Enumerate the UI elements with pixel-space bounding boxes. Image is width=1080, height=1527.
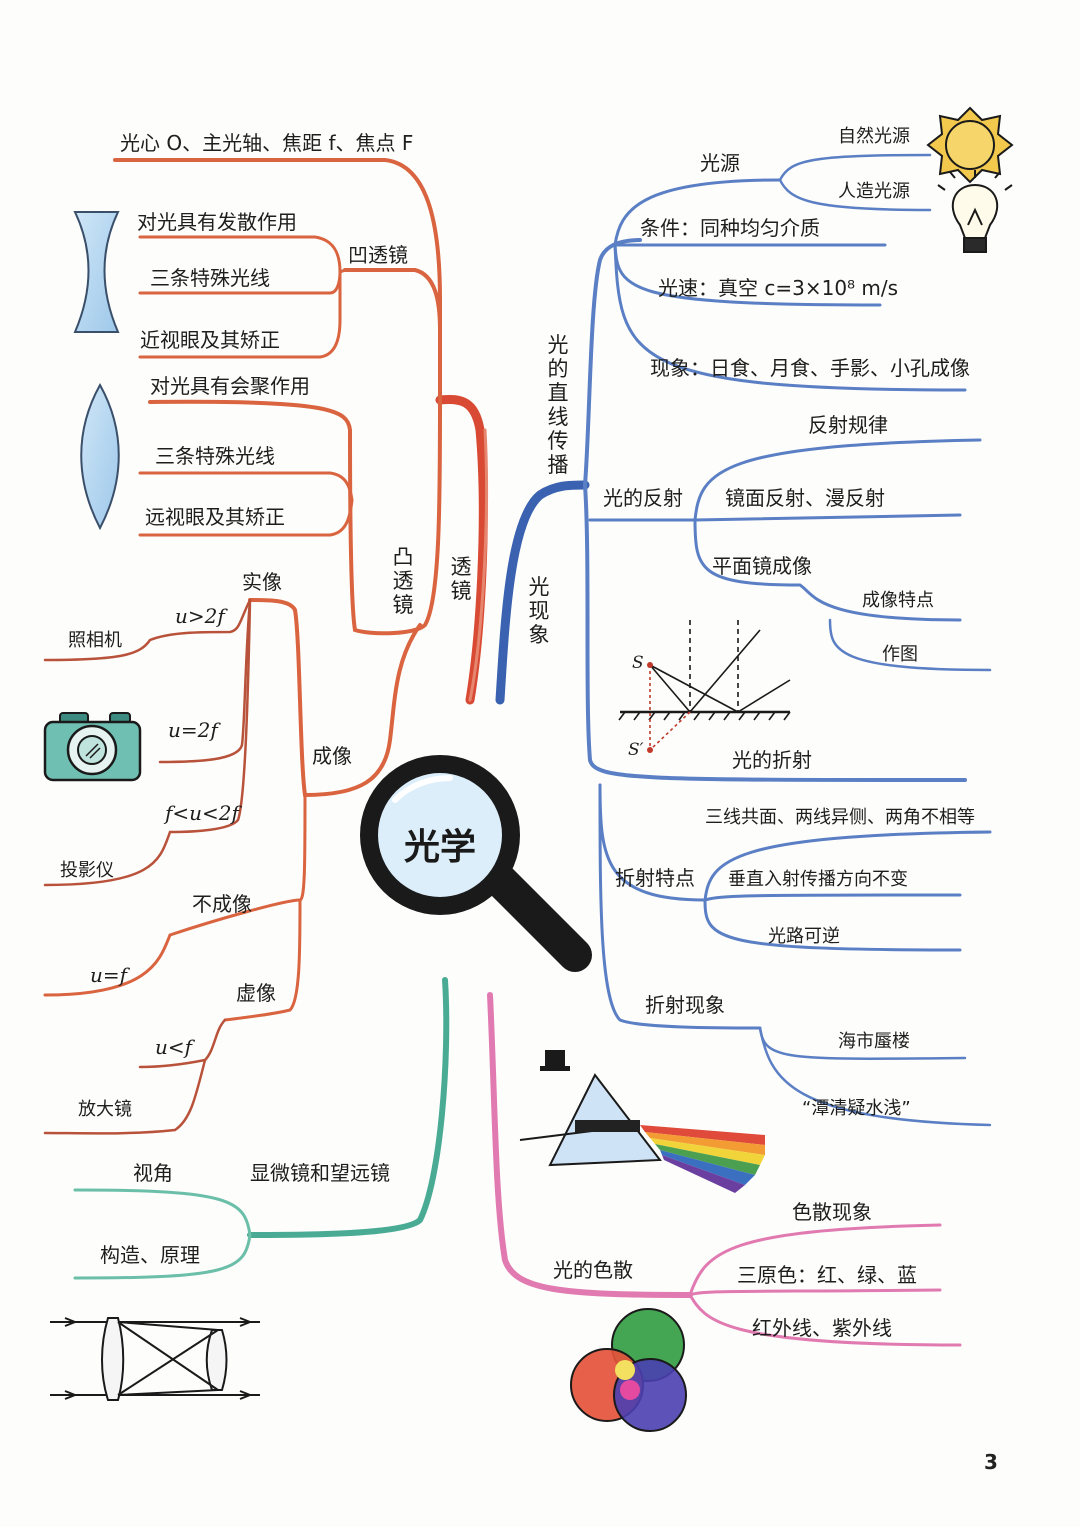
concave-item-2: 三条特殊光线 xyxy=(150,266,270,290)
lens-basics: 光心 O、主光轴、焦距 f、焦点 F xyxy=(120,131,414,155)
telescope-title: 显微镜和望远镜 xyxy=(250,1161,390,1185)
sun-icon xyxy=(926,106,1014,184)
telescope-diagram-icon xyxy=(50,1317,260,1401)
convex-lens-title: 凸透镜 xyxy=(392,545,414,617)
u-eq-f-label: u=f xyxy=(90,963,128,987)
real-image-label: 实像 xyxy=(242,570,282,594)
telescope-branch-lines xyxy=(73,977,450,1280)
convex-item-2: 三条特殊光线 xyxy=(155,444,275,468)
lens-branch-title: 透镜 xyxy=(450,555,472,603)
convex-lens-icon xyxy=(80,382,120,531)
magnifying-glass-icon xyxy=(360,755,592,972)
image-features-label: 成像特点 xyxy=(862,590,934,611)
straight-propagation-title: 光的直线传播 xyxy=(547,333,569,477)
center-title: 光学 xyxy=(403,827,476,868)
dispersion-branch-lines xyxy=(487,992,962,1347)
point-s-label: S xyxy=(632,653,644,673)
f-lt-u-lt-2f-label: f<u<2f xyxy=(165,801,239,825)
convex-item-1: 对光具有会聚作用 xyxy=(150,374,310,398)
mirage-label: 海市蜃楼 xyxy=(838,1031,910,1052)
telescope-item-2: 构造、原理 xyxy=(100,1243,200,1267)
u-lt-f-label: u<f xyxy=(155,1035,193,1059)
speed-label: 光速：真空 c=3×10⁸ m/s xyxy=(658,276,899,300)
u-gt-2f-label: u>2f xyxy=(175,604,225,628)
magnifier-label: 放大镜 xyxy=(78,1099,132,1120)
reflection-title: 光的反射 xyxy=(603,486,683,510)
refraction-feature-3: 光路可逆 xyxy=(768,926,840,947)
reflection-law-label: 反射规律 xyxy=(808,413,888,437)
drawing-label: 作图 xyxy=(882,644,918,665)
prism-icon xyxy=(519,1050,765,1193)
concave-item-3: 近视眼及其矫正 xyxy=(140,328,280,352)
telescope-item-1: 视角 xyxy=(133,1161,173,1185)
imaging-title: 成像 xyxy=(312,744,352,768)
plane-mirror-label: 平面镜成像 xyxy=(712,554,812,578)
concave-lens-icon xyxy=(73,211,120,333)
primary-colors-icon xyxy=(570,1308,687,1432)
convex-item-3: 远视眼及其矫正 xyxy=(145,505,285,529)
dispersion-title: 光的色散 xyxy=(553,1258,633,1282)
camera-icon xyxy=(43,712,142,782)
condition-label: 条件：同种均匀介质 xyxy=(640,216,820,240)
shallow-water-label: “潭清疑水浅” xyxy=(802,1098,911,1119)
dispersion-item-3: 红外线、紫外线 xyxy=(752,1316,892,1340)
light-bulb-icon xyxy=(937,170,1013,253)
point-s-prime-label: S′ xyxy=(628,740,644,760)
concave-item-1: 对光具有发散作用 xyxy=(137,210,297,234)
camera-label: 照相机 xyxy=(68,630,122,651)
phenomena-branch-lines xyxy=(495,153,992,1127)
page-number: 3 xyxy=(984,1450,998,1474)
no-image-label: 不成像 xyxy=(192,892,252,916)
refraction-feature-2: 垂直入射传播方向不变 xyxy=(728,869,908,890)
light-source-label: 光源 xyxy=(700,151,740,175)
virtual-image-label: 虚像 xyxy=(236,981,276,1005)
dispersion-item-2: 三原色：红、绿、蓝 xyxy=(737,1263,917,1287)
phenomena-branch-title: 光现象 xyxy=(528,575,550,647)
refraction-feature-1: 三线共面、两线异侧、两角不相等 xyxy=(705,807,975,828)
dispersion-item-1: 色散现象 xyxy=(792,1200,872,1224)
reflection-diagram-icon xyxy=(618,620,791,753)
lens-branch-lines xyxy=(43,158,488,1135)
refraction-phenomena-title: 折射现象 xyxy=(645,993,725,1017)
concave-lens-title: 凹透镜 xyxy=(348,243,408,267)
natural-source-label: 自然光源 xyxy=(838,126,910,147)
refraction-title: 光的折射 xyxy=(732,748,812,772)
straight-phenomena-label: 现象：日食、月食、手影、小孔成像 xyxy=(650,356,970,380)
reflection-types-label: 镜面反射、漫反射 xyxy=(725,486,885,510)
u-eq-2f-label: u=2f xyxy=(168,718,218,742)
projector-label: 投影仪 xyxy=(60,860,114,881)
refraction-features-title: 折射特点 xyxy=(615,866,695,890)
artificial-source-label: 人造光源 xyxy=(838,181,910,202)
